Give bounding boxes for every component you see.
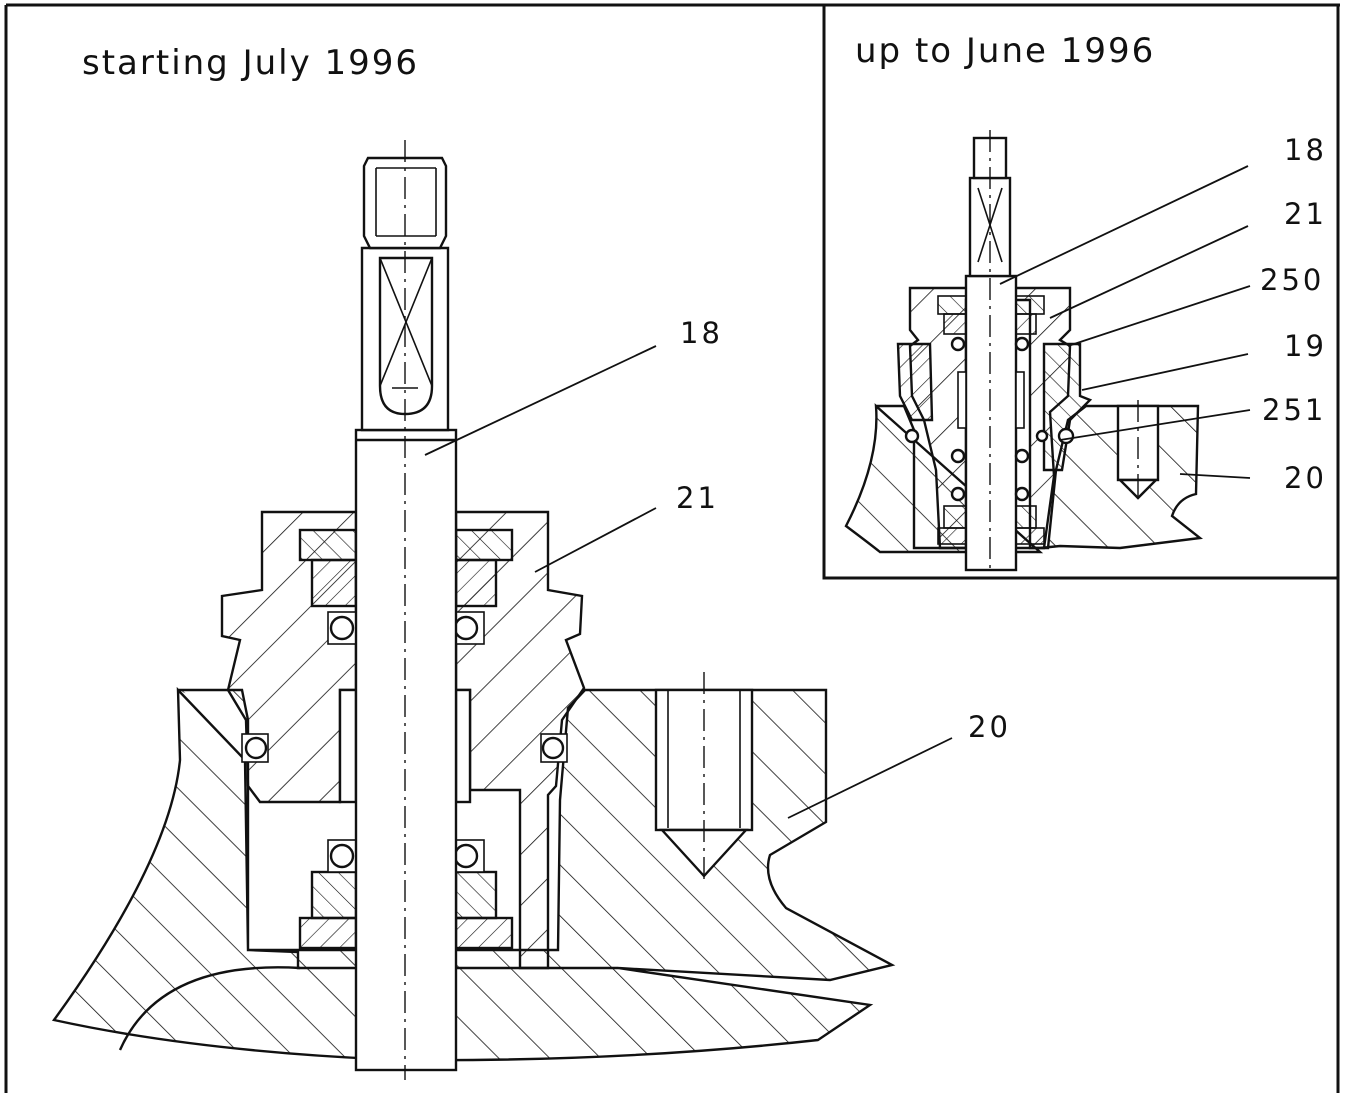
upper-bearing-ring-right — [454, 528, 514, 562]
inner-sleeve-right — [454, 688, 472, 804]
upper-bearing-ring-left — [298, 528, 358, 562]
inset-threaded-hole — [1116, 400, 1160, 500]
inset-callout-21: 21 — [1284, 197, 1327, 231]
inset-part-19 — [1042, 342, 1093, 472]
callout-18: 18 — [680, 316, 723, 350]
inset-callout-20: 20 — [1284, 461, 1327, 495]
inner-sleeve-left — [338, 688, 358, 804]
inset-view-title: up to June 1996 — [855, 31, 1155, 71]
inset-callout-18: 18 — [1284, 133, 1327, 167]
callout-20: 20 — [968, 710, 1011, 744]
inset-callout-250: 250 — [1260, 263, 1324, 297]
upper-spacer-left — [310, 558, 358, 608]
threaded-hole — [654, 672, 754, 880]
lower-bearing-ring-left — [298, 916, 358, 950]
inset-leader-20 — [1179, 473, 1251, 479]
housing-bottom-curve — [118, 966, 301, 1051]
inset-callout-251: 251 — [1262, 393, 1326, 427]
leader-21 — [534, 507, 657, 573]
inset-bearing-parts — [904, 295, 1075, 545]
main-view-title: starting July 1996 — [82, 43, 419, 83]
inset-frame — [822, 3, 1340, 580]
leader-20 — [787, 737, 953, 819]
shaft-18 — [354, 140, 458, 1080]
lower-spacer-right — [454, 870, 498, 920]
inset-left-ring — [896, 342, 934, 422]
lower-bearing-ring-right — [454, 916, 514, 950]
inset-callout-19: 19 — [1284, 329, 1327, 363]
inset-leader-251 — [1059, 409, 1251, 441]
inset-view: up to June 1996 — [822, 3, 1340, 580]
inset-leader-18 — [999, 165, 1249, 285]
inset-leader-250 — [1067, 285, 1251, 347]
lower-spacer-left — [310, 870, 358, 920]
leader-18 — [424, 345, 657, 456]
inset-shaft-18 — [964, 130, 1018, 572]
inset-leader-19 — [1081, 353, 1249, 391]
main-view: starting July 1996 — [51, 43, 1011, 1080]
upper-spacer-right — [454, 558, 498, 608]
callout-21: 21 — [676, 481, 719, 515]
inset-leader-21 — [1049, 225, 1249, 319]
bearing-balls — [241, 611, 568, 873]
